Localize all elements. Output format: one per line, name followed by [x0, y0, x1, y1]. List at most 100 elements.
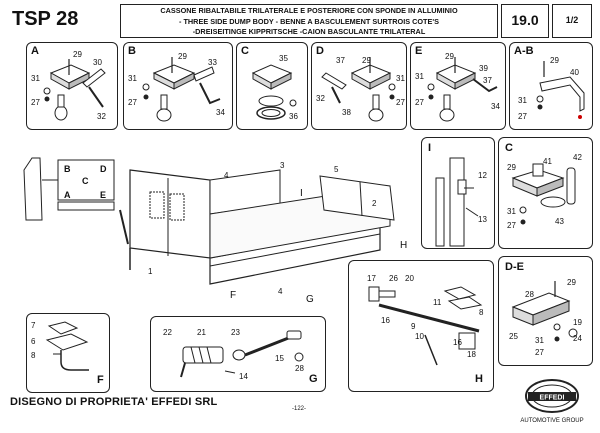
part-number: 27 [518, 112, 527, 121]
panel-f-drawing: 7 6 8 [31, 321, 89, 371]
effedi-logo: EFFEDI [525, 379, 579, 413]
part-number: 31 [507, 207, 516, 216]
panel-label: E [415, 45, 423, 57]
part-number: 29 [178, 52, 187, 61]
panel-label: B [128, 45, 136, 57]
callout-letter: H [400, 240, 407, 251]
part-number: 29 [507, 163, 516, 172]
part-number: 16 [381, 316, 390, 325]
cab-label: B [64, 164, 71, 174]
part-number: 27 [396, 98, 405, 107]
part-number: 26 [389, 274, 398, 283]
part-number: 27 [535, 348, 544, 357]
part-number: 21 [197, 328, 206, 337]
panel-a-drawing: 29 30 31 32 27 [31, 50, 106, 121]
callout-number: 1 [148, 267, 153, 276]
panel-a-b-drawing: 29 40 31 27 [518, 56, 585, 121]
part-number: 43 [555, 217, 564, 226]
callout-letter: F [230, 290, 236, 301]
part-number: 29 [445, 52, 454, 61]
cab-diagram: B D C A E [23, 157, 115, 221]
part-number: 33 [208, 58, 217, 67]
part-number: 30 [93, 58, 102, 67]
panel-d-e: D-E 28 29 25 19 31 24 27 [498, 256, 593, 366]
callout-letter: G [306, 294, 314, 305]
panel-e-drawing: 29 39 31 37 34 27 [415, 52, 500, 122]
panel-b: B 29 33 31 34 27 [123, 42, 233, 130]
part-number: 29 [73, 50, 82, 59]
part-number: 18 [467, 350, 476, 359]
part-number: 34 [216, 108, 225, 117]
title-line-en-fr: - THREE SIDE DUMP BODY - BENNE A BASCULE… [179, 16, 439, 26]
part-number: 6 [31, 337, 36, 346]
part-number: 27 [415, 98, 424, 107]
part-number: 31 [31, 74, 40, 83]
page-number: -122- [292, 406, 307, 412]
part-number: 22 [163, 328, 172, 337]
panel-label: I [428, 142, 432, 154]
part-number: 41 [543, 157, 552, 166]
callout-number: 2 [372, 199, 377, 208]
part-number: 8 [479, 308, 484, 317]
part-number: 31 [535, 336, 544, 345]
panel-e: E 29 39 31 37 34 27 [410, 42, 506, 130]
panel-i-drawing: 12 13 [435, 157, 487, 247]
part-number: 17 [367, 274, 376, 283]
company-tagline: AUTOMOTIVE GROUP [520, 418, 584, 424]
part-number: 16 [453, 338, 462, 347]
panel-label: C [505, 142, 513, 154]
panel-label: A-B [514, 45, 534, 57]
panel-label: D-E [505, 261, 524, 273]
cab-label: C [82, 176, 89, 186]
part-number: 28 [295, 364, 304, 373]
callout-number: 3 [280, 161, 285, 170]
panel-a: A 29 30 31 32 27 [26, 42, 118, 130]
panel-label: A [31, 45, 39, 57]
part-number: 27 [31, 98, 40, 107]
part-number: 28 [525, 290, 534, 299]
part-number: 24 [573, 334, 582, 343]
part-number: 14 [239, 372, 248, 381]
part-number: 20 [405, 274, 414, 283]
part-number: 31 [415, 72, 424, 81]
part-number: 9 [411, 322, 416, 331]
title-line-it: CASSONE RIBALTABILE TRILATERALE E POSTER… [160, 6, 458, 15]
page-section-number: 19.0 [501, 4, 549, 38]
panel-g: G 22 21 23 15 28 14 [150, 316, 326, 392]
part-number: 29 [550, 56, 559, 65]
panel-f: F 7 6 8 [26, 313, 110, 393]
part-number: 8 [31, 351, 36, 360]
part-number: 37 [336, 56, 345, 65]
panel-label: C [241, 45, 249, 57]
part-number: 23 [231, 328, 240, 337]
part-number: 13 [478, 215, 487, 224]
panel-label: G [309, 373, 318, 385]
panel-d-drawing: 37 29 31 32 38 27 [316, 56, 405, 122]
panel-c-drawing: 35 36 [251, 54, 298, 121]
part-number: 25 [509, 332, 518, 341]
cab-label: E [100, 190, 106, 200]
panel-label: D [316, 45, 324, 57]
part-number: 10 [415, 332, 424, 341]
part-number: 35 [279, 54, 288, 63]
panel-b-drawing: 29 33 31 34 27 [128, 52, 225, 122]
panel-label: H [475, 373, 483, 385]
main-dump-body-drawing: B D C A E 4 3 5 2 1 I H F 4 G [23, 157, 407, 305]
part-number: 36 [289, 112, 298, 121]
part-number: 27 [128, 98, 137, 107]
panel-h: H 17 26 20 16 11 8 9 10 16 18 [348, 260, 494, 392]
panel-label: F [97, 374, 104, 386]
part-number: 39 [479, 64, 488, 73]
callout-letter: I [300, 188, 303, 199]
part-number: 19 [573, 318, 582, 327]
part-number: 7 [31, 321, 36, 330]
panel-d: D 37 29 31 32 38 27 [311, 42, 407, 130]
part-number: 38 [342, 108, 351, 117]
part-number: 37 [483, 76, 492, 85]
callout-number: 5 [334, 165, 339, 174]
panel-a-b: A-B 29 40 31 27 [509, 42, 593, 130]
part-number: 29 [567, 278, 576, 287]
part-number: 12 [478, 171, 487, 180]
part-number: 11 [433, 298, 442, 307]
drawing-title: CASSONE RIBALTABILE TRILATERALE E POSTER… [120, 4, 498, 38]
